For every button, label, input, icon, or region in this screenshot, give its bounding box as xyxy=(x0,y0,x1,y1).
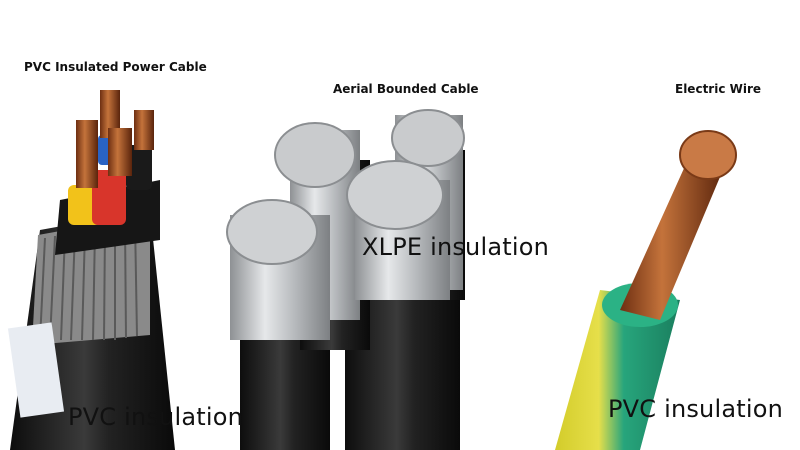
overlay-label-xlpe-insulation: XLPE insulation xyxy=(362,233,550,261)
overlay-label-pvc-insulation-right: PVC insulation xyxy=(608,395,784,423)
aerial-bundled-cable-illustration xyxy=(226,109,465,450)
panel-title-aerial-bounded-cable: Aerial Bounded Cable xyxy=(333,82,479,96)
panel-title-pvc-power-cable: PVC Insulated Power Cable xyxy=(24,60,207,74)
overlay-label-pvc-insulation-left: PVC insulation xyxy=(68,403,244,431)
pvc-power-cable-illustration xyxy=(7,90,175,450)
electric-wire-illustration xyxy=(555,130,737,450)
panel-title-electric-wire: Electric Wire xyxy=(675,82,762,96)
